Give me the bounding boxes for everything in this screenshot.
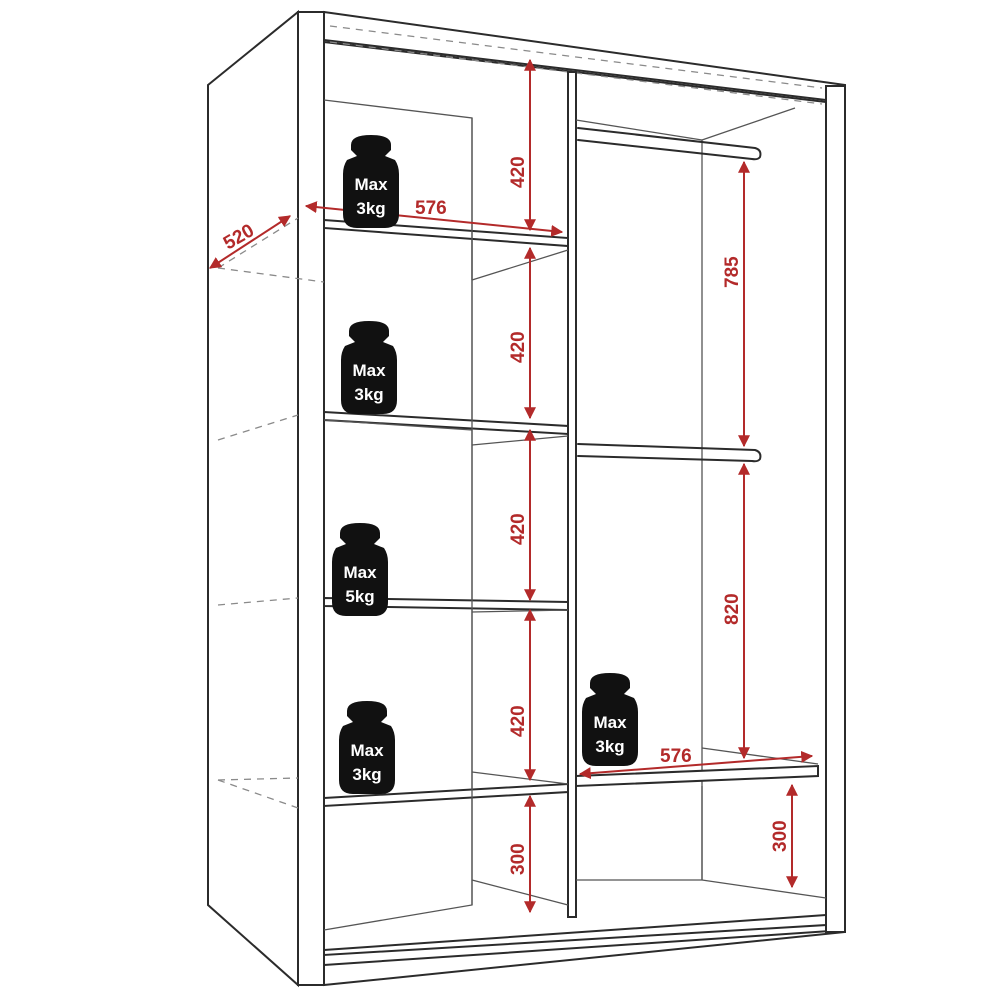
weight-label-line2: 3kg — [352, 765, 381, 784]
weight-label-line1: Max — [354, 175, 388, 194]
dim-right-upper: 785 — [722, 256, 743, 288]
dimension-lines: 520 576 420 420 420 420 300 785 820 300 … — [208, 58, 814, 914]
arrow-icon — [578, 750, 814, 780]
weight-label-line1: Max — [593, 713, 627, 732]
shelf-4 — [217, 777, 569, 809]
weight-label-line1: Max — [352, 361, 386, 380]
shelf-2 — [217, 410, 569, 441]
weight-label-line2: 3kg — [356, 199, 385, 218]
weight-label-line2: 3kg — [595, 737, 624, 756]
dim-right-shelf-width: 576 — [660, 746, 692, 767]
weight-icon: Max 3kg — [343, 135, 399, 228]
dim-right-bottom: 300 — [770, 820, 791, 852]
weight-label-line1: Max — [343, 563, 377, 582]
weight-label-line1: Max — [350, 741, 384, 760]
hanging-rod-middle — [577, 443, 762, 463]
weight-icon: Max 3kg — [339, 701, 395, 794]
weight-icon: Max 5kg — [332, 523, 388, 616]
front-frame — [297, 10, 846, 987]
side-panel — [207, 9, 299, 988]
dim-left-compartment-3: 420 — [508, 513, 529, 545]
dim-right-lower: 820 — [722, 593, 743, 625]
arrow-icon — [208, 215, 292, 269]
weight-icon: Max 3kg — [341, 321, 397, 414]
dim-left-compartment-4: 420 — [508, 705, 529, 737]
weight-label-line2: 3kg — [354, 385, 383, 404]
dim-left-compartment-2: 420 — [508, 331, 529, 363]
dim-left-shelf-width: 576 — [415, 198, 447, 219]
dim-left-compartment-1: 420 — [508, 156, 529, 188]
weight-icons: Max 3kg Max 3kg Max 5kg Max 3kg Max 3kg — [332, 135, 638, 794]
hanging-rod-top — [577, 127, 762, 161]
weight-label-line2: 5kg — [345, 587, 374, 606]
dim-left-bottom: 300 — [508, 843, 529, 875]
weight-icon: Max 3kg — [582, 673, 638, 766]
